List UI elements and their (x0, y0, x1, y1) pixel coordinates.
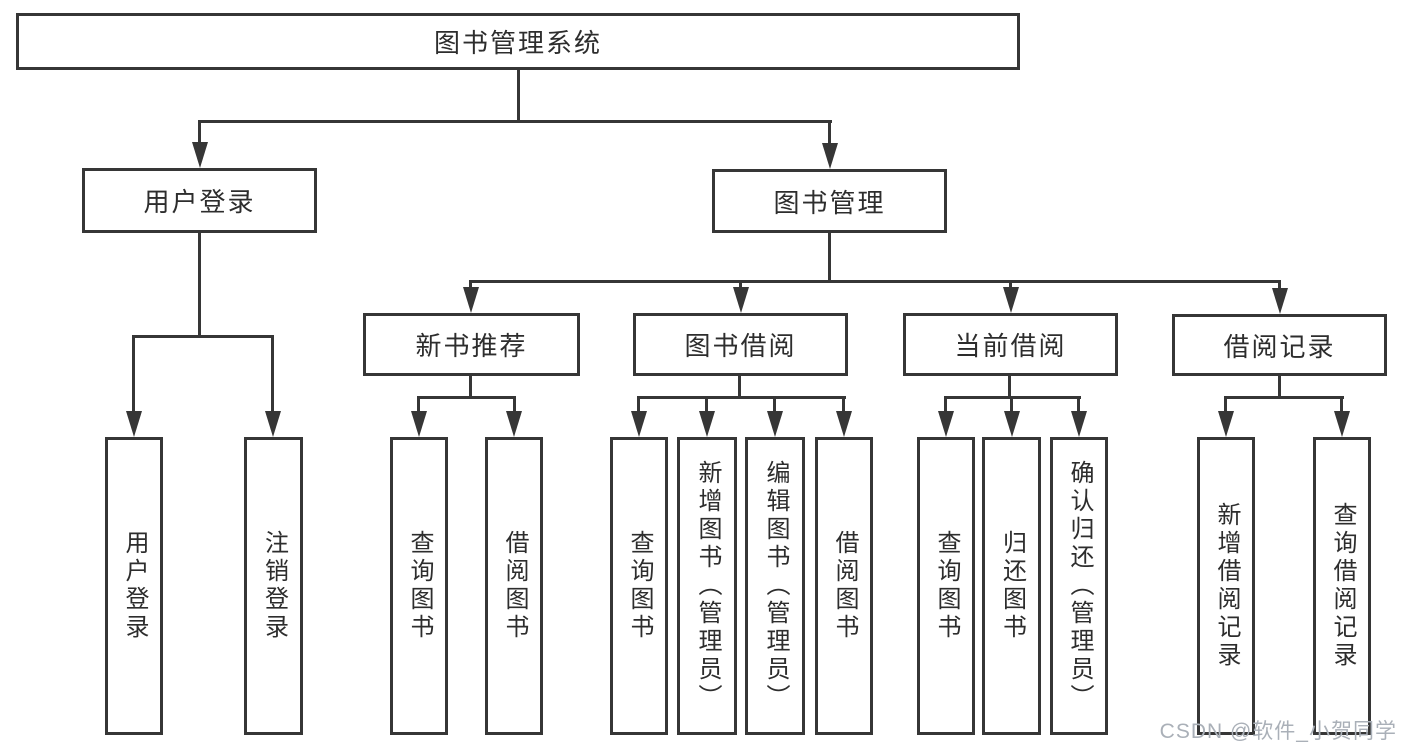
connector-to-bb-add (705, 396, 708, 414)
leaf-cb-return-books: 归还图书 (982, 437, 1041, 735)
connector-to-current-borrow (1009, 280, 1012, 290)
arrow-down-icon (506, 411, 522, 437)
leaf-bb-add-books-admin: 新增图书（管理员） (677, 437, 737, 735)
connector-to-new-book-recommend (469, 280, 472, 290)
connector-to-book-management (828, 120, 831, 146)
leaf-br-add-record: 新增借阅记录 (1197, 437, 1255, 735)
connector-to-borrow-records (1278, 280, 1281, 290)
connector-to-leaf-logout (271, 335, 274, 413)
connector-bb-hbar (637, 396, 846, 399)
node-user-login-label: 用户登录 (143, 187, 256, 217)
leaf-br-add-record-label: 新增借阅记录 (1213, 502, 1240, 670)
leaf-nbr-query-books-label: 查询图书 (406, 530, 433, 642)
leaf-bb-edit-books-admin-label: 编辑图书（管理员） (762, 460, 789, 712)
leaf-logout: 注销登录 (244, 437, 303, 735)
node-book-management-label: 图书管理 (773, 187, 886, 218)
leaf-bb-add-books-admin-label: 新增图书（管理员） (694, 460, 721, 712)
connector-to-leaf-user-login (132, 335, 135, 413)
connector-to-nbr-query (417, 396, 420, 414)
leaf-br-query-record: 查询借阅记录 (1313, 437, 1371, 735)
connector-to-book-borrow (739, 280, 742, 290)
connector-to-user-login (198, 120, 201, 146)
node-current-borrow: 当前借阅 (903, 313, 1118, 376)
connector-br-hbar (1224, 396, 1344, 399)
arrow-down-icon (1003, 287, 1019, 313)
connector-to-cb-return (1010, 396, 1013, 414)
arrow-down-icon (411, 411, 427, 437)
connector-to-cb-confirm (1077, 396, 1080, 414)
leaf-user-login-label: 用户登录 (121, 530, 148, 642)
leaf-nbr-borrow-books-label: 借阅图书 (501, 530, 528, 642)
arrow-down-icon (126, 411, 142, 437)
node-book-borrow-label: 图书借阅 (684, 331, 797, 361)
arrow-down-icon (631, 411, 647, 437)
leaf-cb-query-books-label: 查询图书 (933, 530, 960, 642)
leaf-bb-borrow-books: 借阅图书 (815, 437, 873, 735)
leaf-cb-confirm-return-admin: 确认归还（管理员） (1050, 437, 1108, 735)
node-borrow-records-label: 借阅记录 (1223, 331, 1336, 362)
leaf-user-login: 用户登录 (105, 437, 163, 735)
node-book-borrow: 图书借阅 (633, 313, 848, 376)
leaf-bb-borrow-books-label: 借阅图书 (831, 530, 858, 642)
connector-to-nbr-borrow (513, 396, 516, 414)
connector-user-login-hbar (132, 335, 274, 338)
arrow-down-icon (836, 411, 852, 437)
leaf-br-query-record-label: 查询借阅记录 (1329, 502, 1356, 670)
connector-to-bb-query (637, 396, 640, 414)
node-user-login: 用户登录 (82, 168, 317, 233)
leaf-cb-confirm-return-admin-label: 确认归还（管理员） (1066, 460, 1093, 712)
connector-to-bb-edit (773, 396, 776, 414)
leaf-logout-label: 注销登录 (260, 530, 288, 642)
node-root-label: 图书管理系统 (433, 28, 602, 58)
arrow-down-icon (265, 411, 281, 437)
connector-user-login-stem (198, 233, 201, 337)
node-book-management: 图书管理 (712, 169, 947, 233)
leaf-bb-query-books-label: 查询图书 (626, 530, 653, 642)
node-borrow-records: 借阅记录 (1172, 314, 1387, 376)
leaf-cb-return-books-label: 归还图书 (998, 530, 1026, 642)
arrow-down-icon (1334, 411, 1350, 437)
csdn-watermark: CSDN @软件_小贺同学 (1159, 720, 1397, 743)
arrow-down-icon (699, 411, 715, 437)
connector-book-mgmt-stem (828, 233, 831, 282)
connector-to-br-query (1340, 396, 1343, 414)
connector-book-mgmt-hbar (469, 280, 1281, 283)
leaf-bb-query-books: 查询图书 (610, 437, 668, 735)
connector-bb-stem (738, 376, 741, 398)
node-current-borrow-label: 当前借阅 (954, 331, 1067, 361)
arrow-down-icon (822, 143, 838, 169)
connector-to-bb-borrow (842, 396, 845, 414)
arrow-down-icon (192, 142, 208, 168)
connector-cb-stem (1008, 376, 1011, 398)
arrow-down-icon (1004, 411, 1020, 437)
connector-to-br-add (1224, 396, 1227, 414)
node-root: 图书管理系统 (16, 13, 1020, 70)
arrow-down-icon (1071, 411, 1087, 437)
connector-root-stem (517, 70, 520, 122)
connector-root-hbar (199, 120, 832, 123)
arrow-down-icon (1272, 288, 1288, 314)
arrow-down-icon (733, 287, 749, 313)
arrow-down-icon (463, 287, 479, 313)
arrow-down-icon (1218, 411, 1234, 437)
node-new-book-recommend: 新书推荐 (363, 313, 580, 376)
arrow-down-icon (938, 411, 954, 437)
connector-nbr-hbar (417, 396, 516, 399)
leaf-bb-edit-books-admin: 编辑图书（管理员） (745, 437, 805, 735)
node-new-book-recommend-label: 新书推荐 (415, 331, 528, 361)
leaf-nbr-borrow-books: 借阅图书 (485, 437, 543, 735)
leaf-cb-query-books: 查询图书 (917, 437, 975, 735)
connector-nbr-stem (469, 376, 472, 398)
connector-to-cb-query (944, 396, 947, 414)
arrow-down-icon (767, 411, 783, 437)
connector-br-stem (1278, 376, 1281, 398)
leaf-nbr-query-books: 查询图书 (390, 437, 448, 735)
